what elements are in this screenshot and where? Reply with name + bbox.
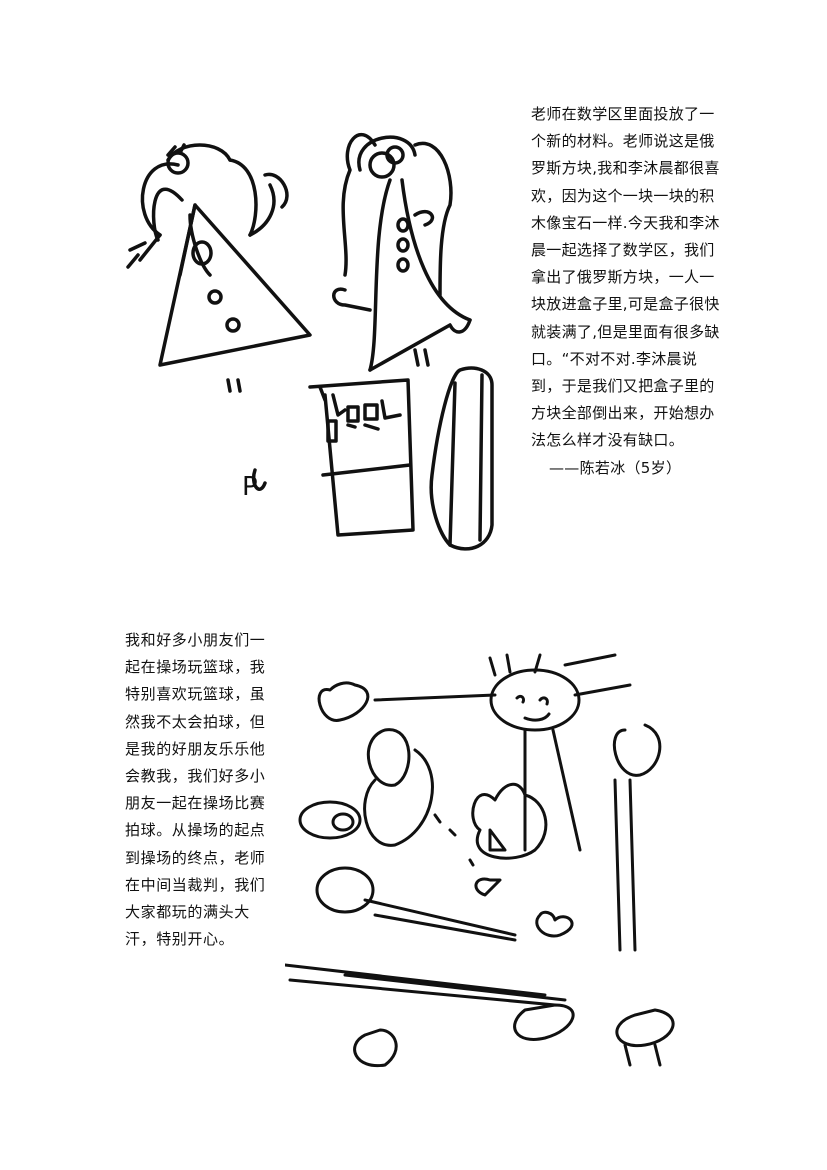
tetris-box-figure bbox=[308, 378, 415, 537]
drawing-letter-p: P bbox=[242, 472, 258, 502]
girl-left-figure bbox=[126, 143, 312, 491]
tall-box-figure bbox=[429, 366, 494, 551]
balls-and-kids-figure bbox=[285, 681, 675, 1068]
referee-figure bbox=[373, 653, 632, 852]
story-author: ——陈若冰（5岁） bbox=[549, 458, 682, 477]
story-paragraph: 老师在数学区里面投放了一个新的材料。老师说这是俄罗斯方块,我和李沐晨都很喜欢，因… bbox=[531, 105, 720, 450]
story-text-tetris: 老师在数学区里面投放了一个新的材料。老师说这是俄罗斯方块,我和李沐晨都很喜欢，因… bbox=[531, 101, 721, 482]
girl-right-figure bbox=[332, 132, 472, 372]
story-text-basketball: 我和好多小朋友们一起在操场玩篮球，我特别喜欢玩篮球，虽然我不太会拍球，但是我的好… bbox=[125, 627, 275, 953]
child-drawing-girls-tetris: P bbox=[120, 125, 520, 565]
story-paragraph: 我和好多小朋友们一起在操场玩篮球，我特别喜欢玩篮球，虽然我不太会拍球，但是我的好… bbox=[125, 631, 266, 949]
child-drawing-playground bbox=[285, 650, 705, 1070]
